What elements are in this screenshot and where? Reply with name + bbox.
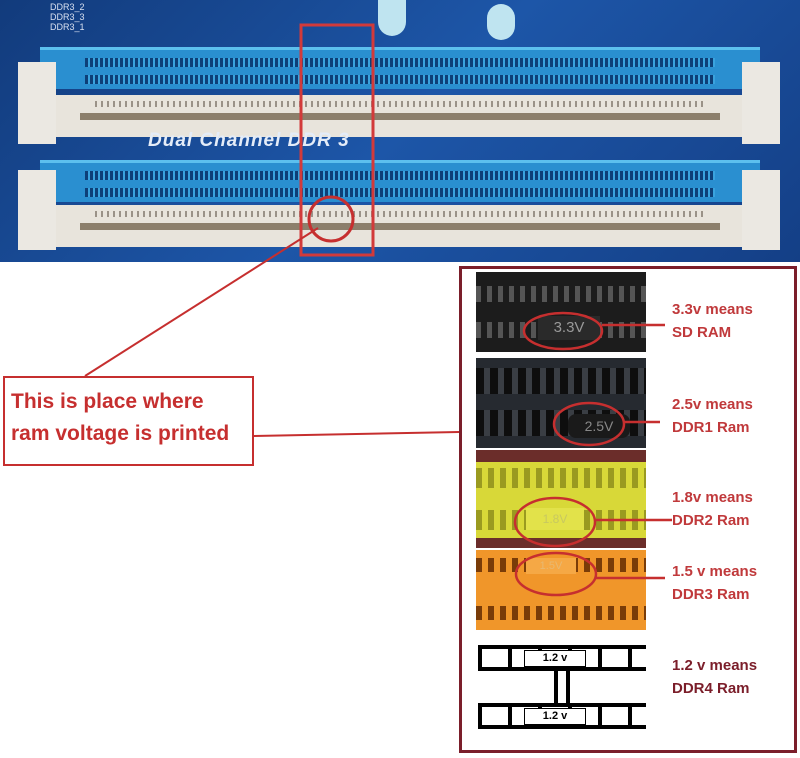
ram-slot-blue-1 (40, 47, 760, 89)
label-line: DDR4 Ram (672, 680, 750, 697)
voltage-marking: 1.5V (526, 558, 576, 574)
label-line: DDR2 Ram (672, 512, 750, 529)
highlight-rectangle (299, 23, 375, 257)
label-line: 1.5 v means (672, 563, 758, 580)
highlight-circle (513, 496, 597, 548)
silkscreen-text: DDR3_2 (50, 2, 85, 12)
highlight-circle (522, 311, 604, 351)
voltage-reference-frame (459, 266, 797, 753)
ram-slot-white-2 (40, 205, 760, 247)
label-line: DDR1 Ram (672, 419, 750, 436)
slot-latch (742, 206, 780, 250)
voltage-marking: 1.8V (526, 508, 584, 530)
slot-silkscreen: DDR3_2 DDR3_3 DDR3_1 (50, 2, 85, 32)
label-line: 1.8v means (672, 489, 753, 506)
label-line: 2.5v means (672, 396, 753, 413)
label-line: DDR3 Ram (672, 586, 750, 603)
voltage-marking: 3.3V (538, 316, 600, 340)
silkscreen-text: DDR3_3 (50, 12, 85, 22)
pointer-line (253, 431, 460, 437)
ram-slot-blue-2 (40, 160, 760, 202)
label-line: 3.3v means (672, 301, 753, 318)
slot-latch (18, 206, 56, 250)
callout-text: ram voltage is printed (11, 422, 230, 445)
silkscreen-text: DDR3_1 (50, 22, 85, 32)
ddr2-slot-photo: 1.8V (476, 450, 646, 548)
slot-latch (18, 62, 56, 106)
ddr3-slot-photo: 1.5V (476, 550, 646, 630)
highlight-circle (307, 195, 355, 243)
callout-text: This is place where (11, 390, 204, 413)
voltage-marking: 1.2 v (524, 708, 586, 725)
ddr4-slot-diagram: 1.2 v 1.2 v (476, 645, 646, 731)
capacitor (378, 0, 406, 36)
ram-slot-white-1 (40, 95, 760, 137)
voltage-marking: 1.2 v (524, 650, 586, 667)
slot-latch (742, 100, 780, 144)
slot-latch (742, 62, 780, 106)
callout-box: This is place where ram voltage is print… (3, 376, 254, 466)
slot-latch (18, 100, 56, 144)
label-line: SD RAM (672, 324, 732, 341)
motherboard-ram-slots-photo: DDR3_2 DDR3_3 DDR3_1 Dual Channel DDR 3 (0, 0, 800, 262)
highlight-circle (552, 401, 626, 447)
dual-channel-label: Dual Channel DDR 3 (148, 130, 350, 151)
pointer-line (84, 227, 319, 377)
capacitor (487, 4, 515, 40)
label-line: 1.2 v means (672, 657, 758, 674)
highlight-circle (514, 551, 598, 597)
ddr1-slot-photo: 2.5V (476, 358, 646, 448)
label-sdram: 3.3v means SD RAM (672, 298, 753, 344)
